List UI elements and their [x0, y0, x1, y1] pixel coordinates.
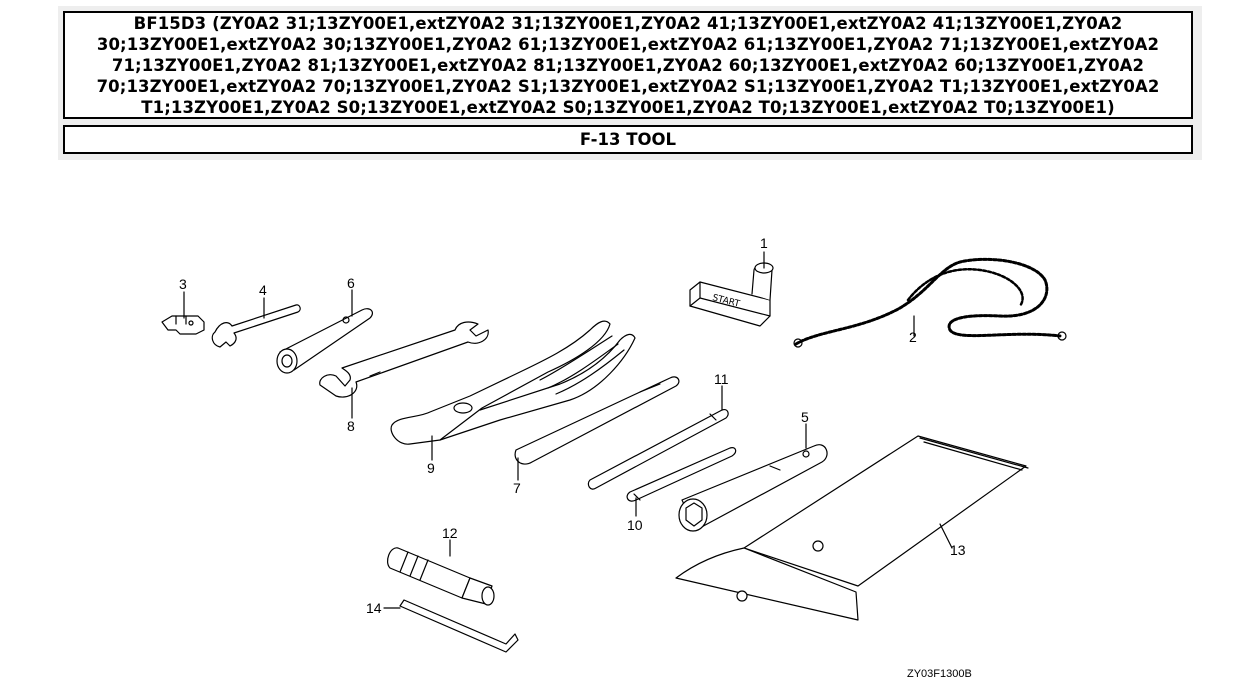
callout-6: 6: [347, 275, 355, 291]
part-8-flat-wrench[interactable]: [319, 321, 489, 398]
callout-4: 4: [259, 282, 267, 298]
part-9-pliers[interactable]: [390, 320, 636, 445]
callout-11: 11: [714, 371, 729, 387]
callout-10: 10: [627, 517, 643, 533]
callout-3: 3: [179, 276, 187, 292]
leader-lines: [183, 251, 953, 609]
callout-9: 9: [427, 460, 435, 476]
part-12-socket-handle[interactable]: [386, 547, 495, 606]
callout-14: 14: [366, 600, 382, 616]
section-title-box: F-13 TOOL: [63, 125, 1193, 154]
part-3-clip[interactable]: [161, 315, 205, 335]
part-7-screwdriver[interactable]: [514, 376, 680, 465]
model-applicability-text: BF15D3 (ZY0A2 31;13ZY00E1,extZY0A2 31;13…: [96, 13, 1160, 117]
part-13-tool-bag[interactable]: [675, 435, 1029, 621]
part-5-box-wrench[interactable]: [678, 444, 828, 532]
part-2-starter-rope[interactable]: [793, 257, 1067, 348]
part-11-screwdriver[interactable]: [587, 409, 729, 490]
callout-8: 8: [347, 418, 355, 434]
callout-12: 12: [442, 525, 458, 541]
part-6-plug-wrench[interactable]: [276, 308, 374, 374]
callout-2: 2: [909, 329, 917, 345]
part-10-screwdriver[interactable]: [626, 447, 737, 502]
part-4-small-wrench[interactable]: [211, 304, 301, 348]
callout-13: 13: [950, 542, 966, 558]
part-14-hex-key[interactable]: [399, 599, 519, 653]
model-applicability-box: BF15D3 (ZY0A2 31;13ZY00E1,extZY0A2 31;13…: [63, 11, 1193, 119]
callout-numbers: 1 2 3 4 5 6 7 8 9 10 11 12 13 14 ZY03F13…: [179, 235, 972, 680]
part-1-t-handle[interactable]: START: [689, 262, 774, 327]
section-title: F-13 TOOL: [579, 130, 677, 149]
tool-kit-diagram: START 1 2 3 4 5: [161, 235, 1067, 680]
callout-1: 1: [760, 235, 768, 251]
callout-7: 7: [513, 480, 521, 496]
callout-5: 5: [801, 409, 809, 425]
figure-code: ZY03F1300B: [907, 668, 972, 680]
